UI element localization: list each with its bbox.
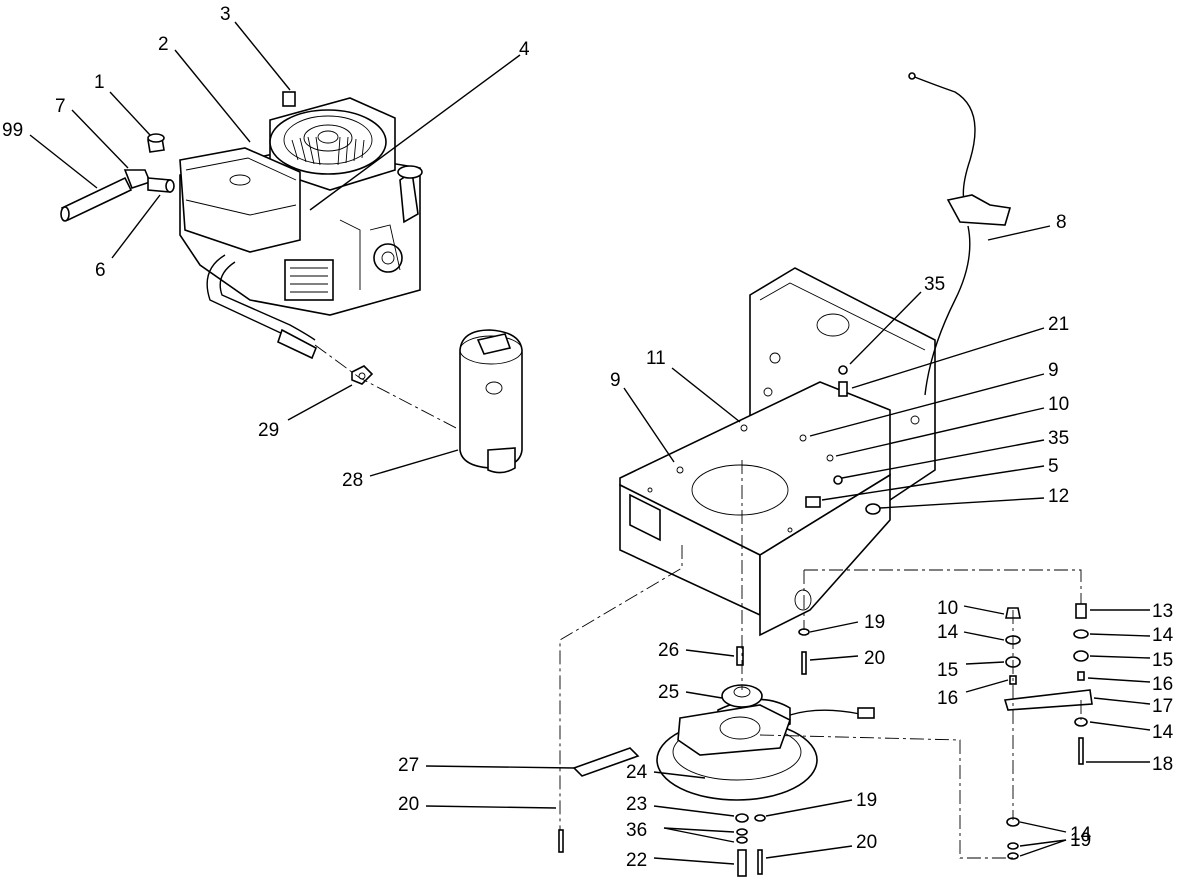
label-21: 21 [1048, 314, 1069, 335]
label-36: 36 [626, 820, 647, 841]
label-14-d: 14 [1070, 824, 1092, 845]
label-2: 2 [158, 34, 169, 55]
label-26: 26 [658, 640, 679, 661]
clamp-part [351, 365, 374, 385]
label-3: 3 [220, 4, 231, 25]
label-20-clutch: 20 [856, 832, 877, 853]
label-9-right: 9 [1048, 360, 1059, 381]
clutch-assembly [572, 646, 875, 801]
label-28: 28 [342, 470, 363, 491]
label-14-a: 14 [937, 622, 959, 643]
label-22: 22 [626, 850, 647, 871]
label-10-top: 10 [1048, 394, 1069, 415]
label-19-right: 19 [1070, 830, 1091, 851]
label-14-b: 14 [1152, 625, 1174, 646]
label-16-b: 16 [1152, 674, 1173, 695]
label-19-clutch: 19 [856, 790, 877, 811]
label-15-b: 15 [1152, 650, 1173, 671]
fuel-fittings [60, 133, 175, 222]
part-labels: 99 7 1 2 3 4 6 29 28 8 35 21 11 9 9 10 3… [2, 4, 1174, 871]
label-15-a: 15 [937, 660, 958, 681]
assembly-lines [559, 460, 1082, 859]
label-1: 1 [94, 72, 105, 93]
label-19-frame: 19 [864, 612, 885, 633]
label-35-top: 35 [924, 274, 945, 295]
label-8: 8 [1056, 212, 1067, 233]
label-7: 7 [55, 96, 66, 117]
label-99: 99 [2, 120, 23, 141]
label-4: 4 [519, 39, 530, 60]
frame-illustration [619, 267, 936, 637]
wiring-harness [908, 72, 1012, 396]
label-14-c: 14 [1152, 722, 1174, 743]
label-20-left: 20 [398, 794, 419, 815]
label-18: 18 [1152, 754, 1173, 775]
engine-illustration [179, 91, 423, 360]
label-5: 5 [1048, 456, 1059, 477]
label-11: 11 [646, 348, 666, 369]
label-25: 25 [658, 682, 679, 703]
label-23: 23 [626, 794, 647, 815]
label-20-frame: 20 [864, 648, 885, 669]
label-13: 13 [1152, 601, 1173, 622]
label-29: 29 [258, 420, 279, 441]
label-12: 12 [1048, 486, 1069, 507]
label-10-right: 10 [937, 598, 958, 619]
label-17: 17 [1152, 696, 1173, 717]
label-24: 24 [626, 762, 648, 783]
muffler-part [459, 329, 523, 474]
label-16-a: 16 [937, 688, 958, 709]
label-35-mid: 35 [1048, 428, 1069, 449]
label-9-left: 9 [610, 370, 621, 391]
label-6: 6 [95, 260, 106, 281]
label-27: 27 [398, 755, 419, 776]
